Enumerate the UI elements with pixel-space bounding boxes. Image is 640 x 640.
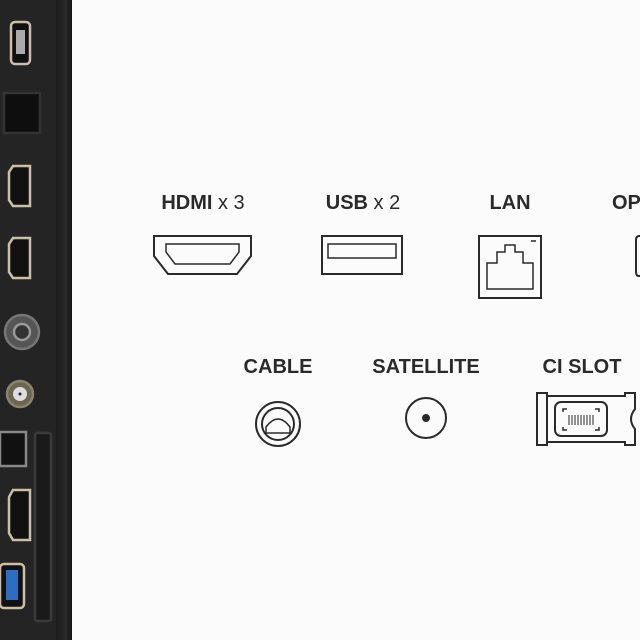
photo-lan-port [2,91,42,135]
photo-hdmi-port-1 [7,164,32,208]
hdmi-count: x 3 [217,192,245,214]
cable-icon [255,401,301,447]
photo-optical-port [0,430,28,468]
optical-label: OP [612,192,640,214]
satellite-icon [405,397,447,439]
cable-label: CABLE [243,356,313,378]
photo-ci-slot [33,431,53,623]
hdmi-label: HDMI x 3 [161,192,244,215]
lan-label: LAN [489,192,531,214]
ci-slot-icon [536,392,636,446]
photo-hdmi-port-2 [7,236,32,280]
tv-panel-edge [56,0,72,640]
satellite-label: SATELLITE [372,356,480,378]
usb-label: USB x 2 [326,192,400,215]
photo-hdmi-port-3 [7,488,32,542]
hdmi-icon [153,235,252,275]
lan-icon [478,235,542,299]
hdmi-name: HDMI [161,192,213,214]
optical-icon [635,235,640,277]
ci-slot-label: CI SLOT [542,356,622,378]
usb-count: x 2 [373,192,401,214]
usb-name: USB [325,192,368,214]
usb-icon [321,235,403,275]
